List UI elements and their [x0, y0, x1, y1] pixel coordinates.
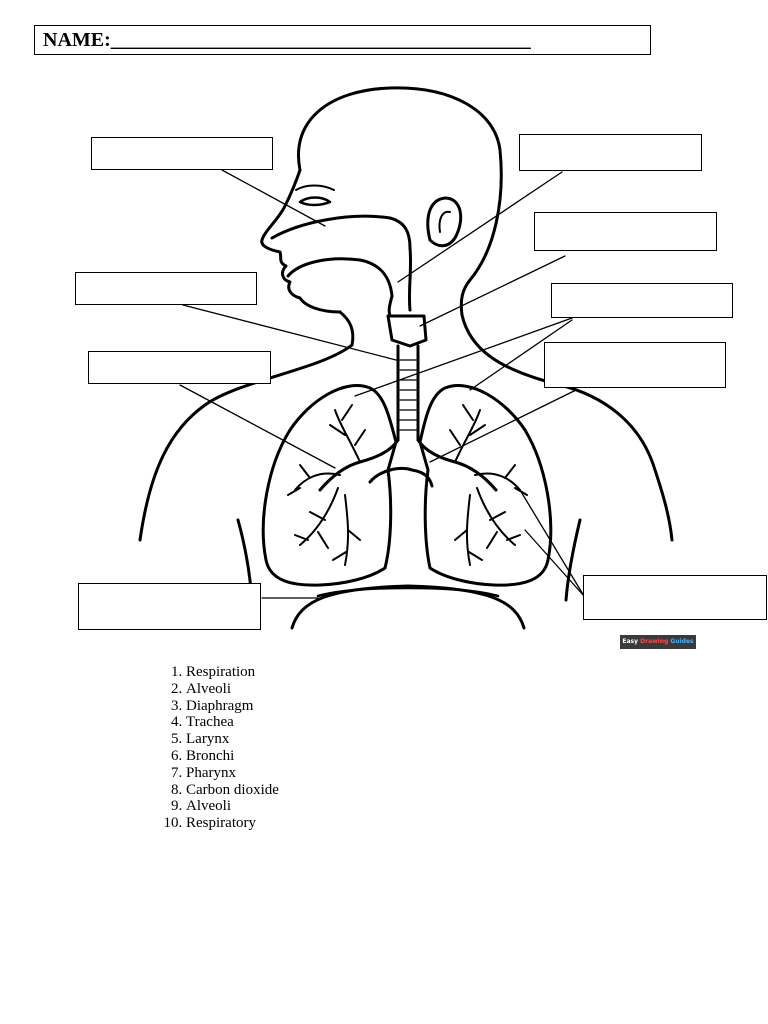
- list-item: Larynx: [186, 731, 279, 748]
- list-item: Alveoli: [186, 681, 279, 698]
- head-outline: [297, 86, 503, 317]
- label-box-larynx[interactable]: [75, 272, 257, 305]
- bronchioles-right: [449, 404, 528, 566]
- label-box-diaphragm[interactable]: [78, 583, 261, 630]
- ear-inner: [438, 210, 451, 233]
- trachea-rings: [399, 359, 417, 431]
- list-item: Alveoli: [186, 798, 279, 815]
- easy-drawing-guides-logo: Easy Drawing Guides: [620, 635, 696, 649]
- list-item: Pharynx: [186, 765, 279, 782]
- list-item: Respiration: [186, 664, 279, 681]
- body-outline-left: [138, 343, 354, 542]
- label-box-lungs[interactable]: [583, 575, 767, 620]
- word-bank-list: Respiration Alveoli Diaphragm Trachea La…: [150, 664, 279, 832]
- right-lung: [418, 384, 553, 587]
- list-item: Carbon dioxide: [186, 782, 279, 799]
- arm-right: [564, 518, 582, 602]
- label-box-nasal-cavity[interactable]: [91, 137, 273, 170]
- face-profile: [260, 168, 342, 314]
- left-lung: [261, 384, 398, 587]
- list-item: Trachea: [186, 714, 279, 731]
- nasal-cavity: [270, 214, 412, 250]
- pharynx: [387, 246, 413, 318]
- eye: [298, 196, 332, 207]
- left-bronchus: [318, 438, 400, 492]
- label-box-epiglottis[interactable]: [534, 212, 717, 251]
- label-box-trachea[interactable]: [551, 283, 733, 318]
- list-item: Bronchi: [186, 748, 279, 765]
- label-box-pharynx[interactable]: [519, 134, 702, 171]
- eyebrow: [295, 184, 335, 191]
- neck-front: [338, 310, 355, 347]
- name-blank-line: ________________________________________…: [110, 29, 531, 51]
- label-box-bronchi[interactable]: [88, 351, 271, 384]
- ear: [426, 196, 463, 248]
- heart-area: [368, 467, 434, 488]
- name-label: NAME:: [43, 29, 111, 51]
- list-item: Respiratory: [186, 815, 279, 832]
- leader-lines: [179, 169, 585, 599]
- bronchioles-left: [287, 404, 366, 566]
- name-field[interactable]: NAME:___________________________________…: [34, 25, 651, 55]
- label-box-bronchioles[interactable]: [544, 342, 726, 388]
- diaphragm-inner: [316, 586, 500, 598]
- oral-cavity: [286, 257, 394, 298]
- diaphragm: [290, 584, 526, 630]
- larynx: [386, 314, 428, 348]
- body-outline-right: [460, 313, 674, 542]
- list-item: Diaphragm: [186, 698, 279, 715]
